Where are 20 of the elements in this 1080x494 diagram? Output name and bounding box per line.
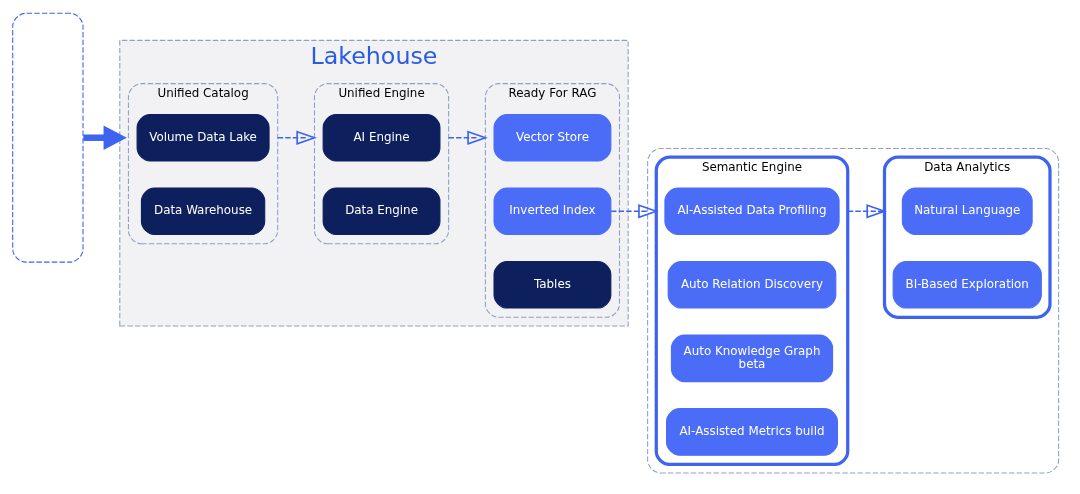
node-box: AI-Assisted Metrics build <box>666 407 838 456</box>
node-box: Vector Store <box>493 113 612 161</box>
node-box: AI-Assisted Data Profiling <box>664 186 840 235</box>
node-box: Volume Data Lake <box>136 113 270 161</box>
arrow <box>846 203 887 218</box>
node-box: Inverted Index <box>493 186 612 235</box>
arrow <box>276 130 317 145</box>
node-box: Natural Language <box>901 186 1033 235</box>
cluster <box>647 147 1060 474</box>
node-box: Auto Relation Discovery <box>667 260 837 309</box>
node-box: Tables <box>493 260 612 309</box>
arrow <box>610 203 659 218</box>
node-box: BI-Based Exploration <box>892 260 1042 309</box>
node-box: Data Engine <box>322 186 441 235</box>
arrow <box>447 130 488 145</box>
node-box: Data Warehouse <box>140 186 266 235</box>
arrow <box>83 125 127 150</box>
node-box: Auto Knowledge Graph beta <box>670 334 834 382</box>
node-box: AI Engine <box>322 113 441 161</box>
node-box <box>12 12 84 263</box>
